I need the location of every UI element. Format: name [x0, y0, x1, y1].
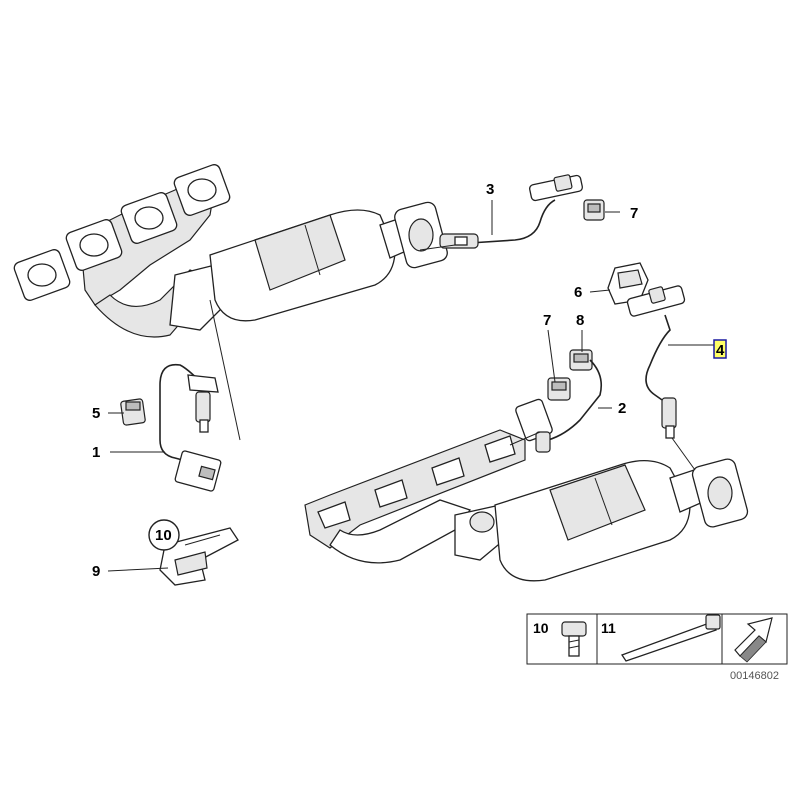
clip-5 [120, 398, 146, 426]
oxygen-sensor-2 [515, 359, 603, 453]
diagram-reference-number: 00146802 [730, 670, 779, 682]
parts-legend: 10 11 [526, 613, 788, 665]
clip-7-upper [583, 199, 605, 221]
callout-labels: 1 5 3 7 6 7 8 2 4 9 10 [92, 181, 727, 580]
clip-7-lower [547, 377, 571, 401]
direction-arrow-icon [734, 617, 773, 663]
callout-10-circle [148, 519, 180, 551]
callout-7-upper: 7 [630, 205, 638, 222]
legend-item-10-label: 10 [533, 620, 549, 636]
position-lines [209, 244, 696, 471]
bracket-9 [159, 527, 239, 586]
clip-8 [569, 349, 593, 371]
callout-10: 10 [155, 527, 172, 544]
callout-2: 2 [618, 400, 626, 417]
oxygen-sensor-3 [439, 174, 584, 249]
oxygen-sensor-1 [159, 363, 222, 492]
legend-item-11-label: 11 [601, 620, 616, 636]
callout-9: 9 [92, 563, 100, 580]
callout-3: 3 [486, 181, 494, 198]
callout-4-highlight: 4 [713, 339, 727, 359]
callout-8: 8 [576, 312, 584, 329]
leader-lines [107, 200, 715, 572]
callout-5: 5 [92, 405, 100, 422]
manifold-port-flange [120, 192, 178, 244]
oxygen-sensor-4 [626, 285, 686, 439]
manifold-port-flange [173, 164, 231, 216]
upper-exhaust-assembly [13, 164, 448, 338]
callout-4: 4 [716, 342, 725, 359]
manifold-port-flange [65, 219, 123, 271]
callout-6: 6 [574, 284, 582, 301]
callout-7-lower: 7 [543, 312, 551, 329]
callout-1: 1 [92, 444, 100, 461]
lower-exhaust-assembly [304, 429, 749, 582]
cable-tie-icon [621, 614, 721, 662]
bolt-icon [561, 621, 587, 657]
manifold-port-flange [13, 249, 71, 301]
